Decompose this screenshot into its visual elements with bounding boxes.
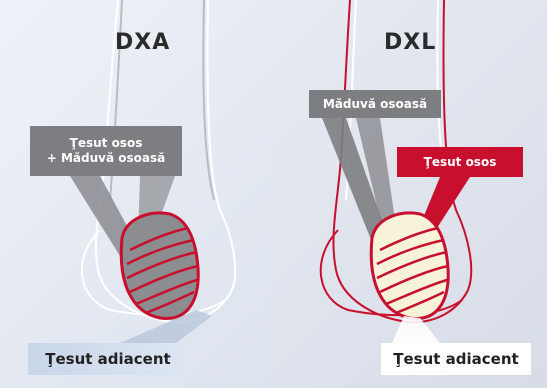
dxa-label-line1: Ţesut osos: [70, 136, 143, 151]
dxl-adjacent-tissue-tag: Ţesut adiacent: [381, 343, 531, 375]
dxa-bone-marrow-label: Ţesut osos + Măduvă osoasă: [30, 126, 182, 176]
dxa-calcaneus: [121, 213, 198, 318]
dxl-calcaneus: [371, 213, 448, 318]
dxa-label-line2: + Măduvă osoasă: [47, 151, 165, 166]
dxa-title: DXA: [115, 30, 170, 55]
dxl-bone-label: Ţesut osos: [397, 147, 523, 177]
dxl-title: DXL: [384, 30, 436, 55]
dxl-marrow-label: Măduvă osoasă: [309, 90, 441, 118]
dxa-adjacent-tissue-tag: Ţesut adiacent: [28, 343, 188, 375]
